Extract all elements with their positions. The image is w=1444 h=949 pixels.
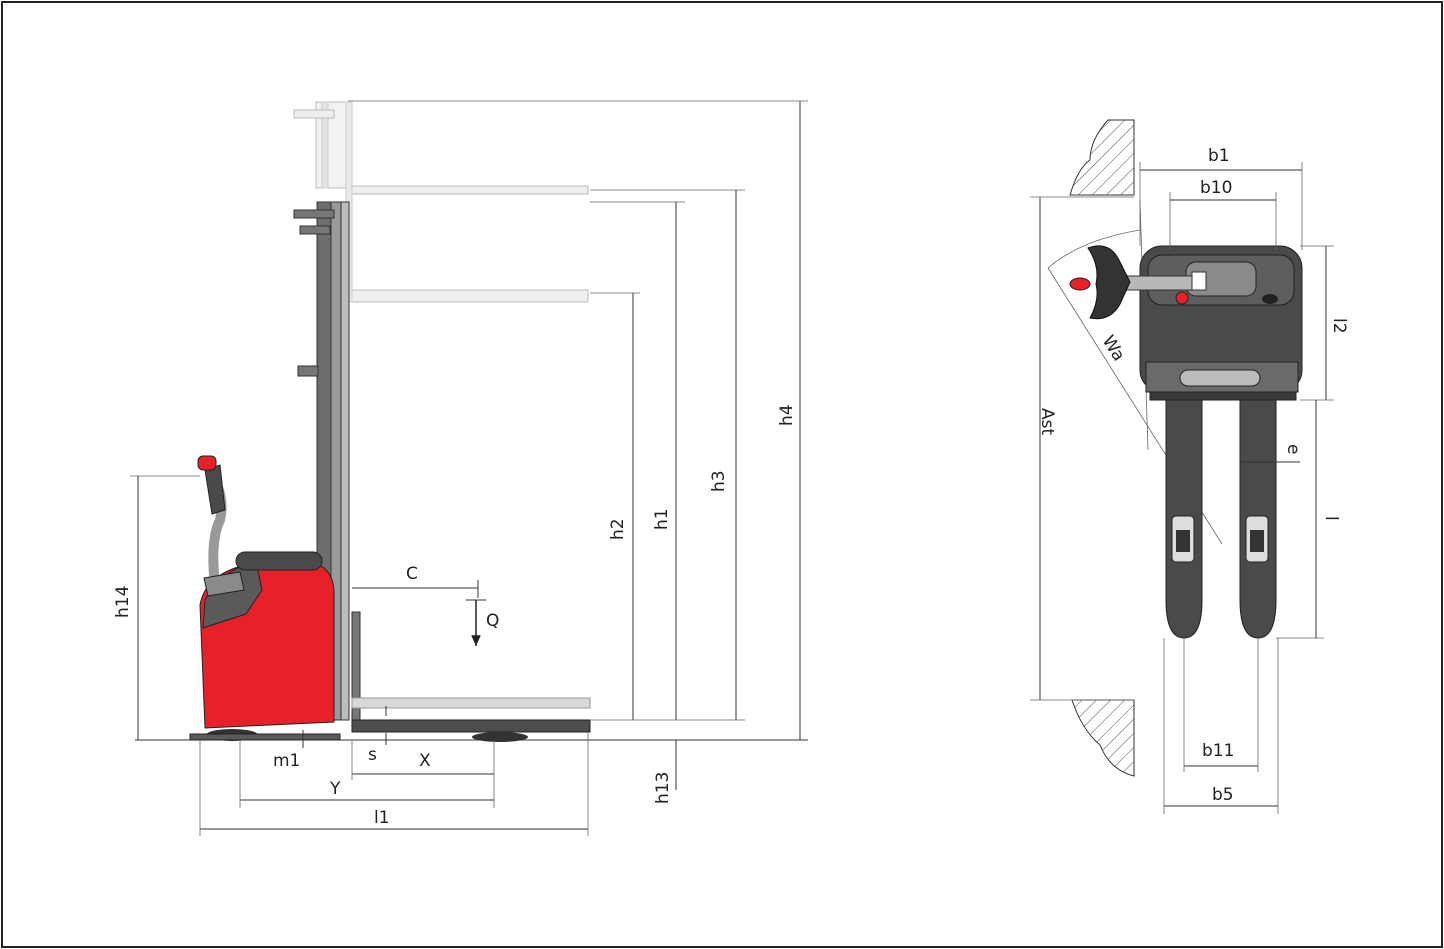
label-h3: h3	[709, 470, 729, 492]
label-b5: b5	[1212, 785, 1234, 805]
label-b10: b10	[1200, 178, 1232, 198]
tiller-top	[1069, 245, 1207, 320]
label-l1: l1	[374, 808, 390, 828]
label-s: s	[368, 745, 377, 765]
label-h1: h1	[652, 508, 672, 530]
dim-b10	[1169, 192, 1277, 250]
top-view: b1 b10 l2 Wa Ast e l b11 b5	[1030, 119, 1349, 814]
label-Wa: Wa	[1098, 332, 1129, 365]
dim-h3	[590, 189, 745, 720]
label-h13: h13	[653, 772, 673, 804]
label-X: X	[419, 751, 431, 771]
dim-x-y-l1	[199, 706, 589, 836]
label-h4: h4	[777, 404, 797, 426]
dim-b5	[1163, 638, 1279, 814]
label-h14: h14	[113, 586, 133, 618]
label-b1: b1	[1208, 146, 1230, 166]
label-Y: Y	[329, 779, 341, 799]
load-center	[352, 580, 486, 646]
label-m1: m1	[273, 751, 300, 771]
label-Ast: Ast	[1037, 408, 1057, 435]
wall-top	[1069, 119, 1135, 196]
dim-b1	[1139, 162, 1303, 250]
forks-top	[1165, 399, 1277, 639]
label-b11: b11	[1202, 741, 1234, 761]
dim-h14	[130, 475, 200, 740]
forks-lowered	[351, 611, 591, 742]
dim-h1	[590, 201, 685, 720]
dim-l2	[1300, 245, 1334, 401]
label-h2: h2	[608, 518, 628, 540]
label-C: C	[406, 564, 418, 584]
label-l2: l2	[1329, 318, 1349, 334]
label-Q: Q	[486, 611, 499, 631]
truck-body	[189, 551, 341, 741]
label-e: e	[1283, 444, 1303, 454]
dim-l	[1276, 400, 1324, 639]
dim-b11	[1183, 638, 1259, 772]
dim-h2	[590, 292, 640, 720]
wall-bottom	[1071, 699, 1135, 777]
tiller-arm	[197, 455, 245, 597]
label-l: l	[1321, 516, 1341, 521]
dim-h4	[348, 100, 808, 740]
side-view: h4 h3 h1 h2 h14 h13 C Q m1 s X Y l1	[113, 100, 808, 836]
